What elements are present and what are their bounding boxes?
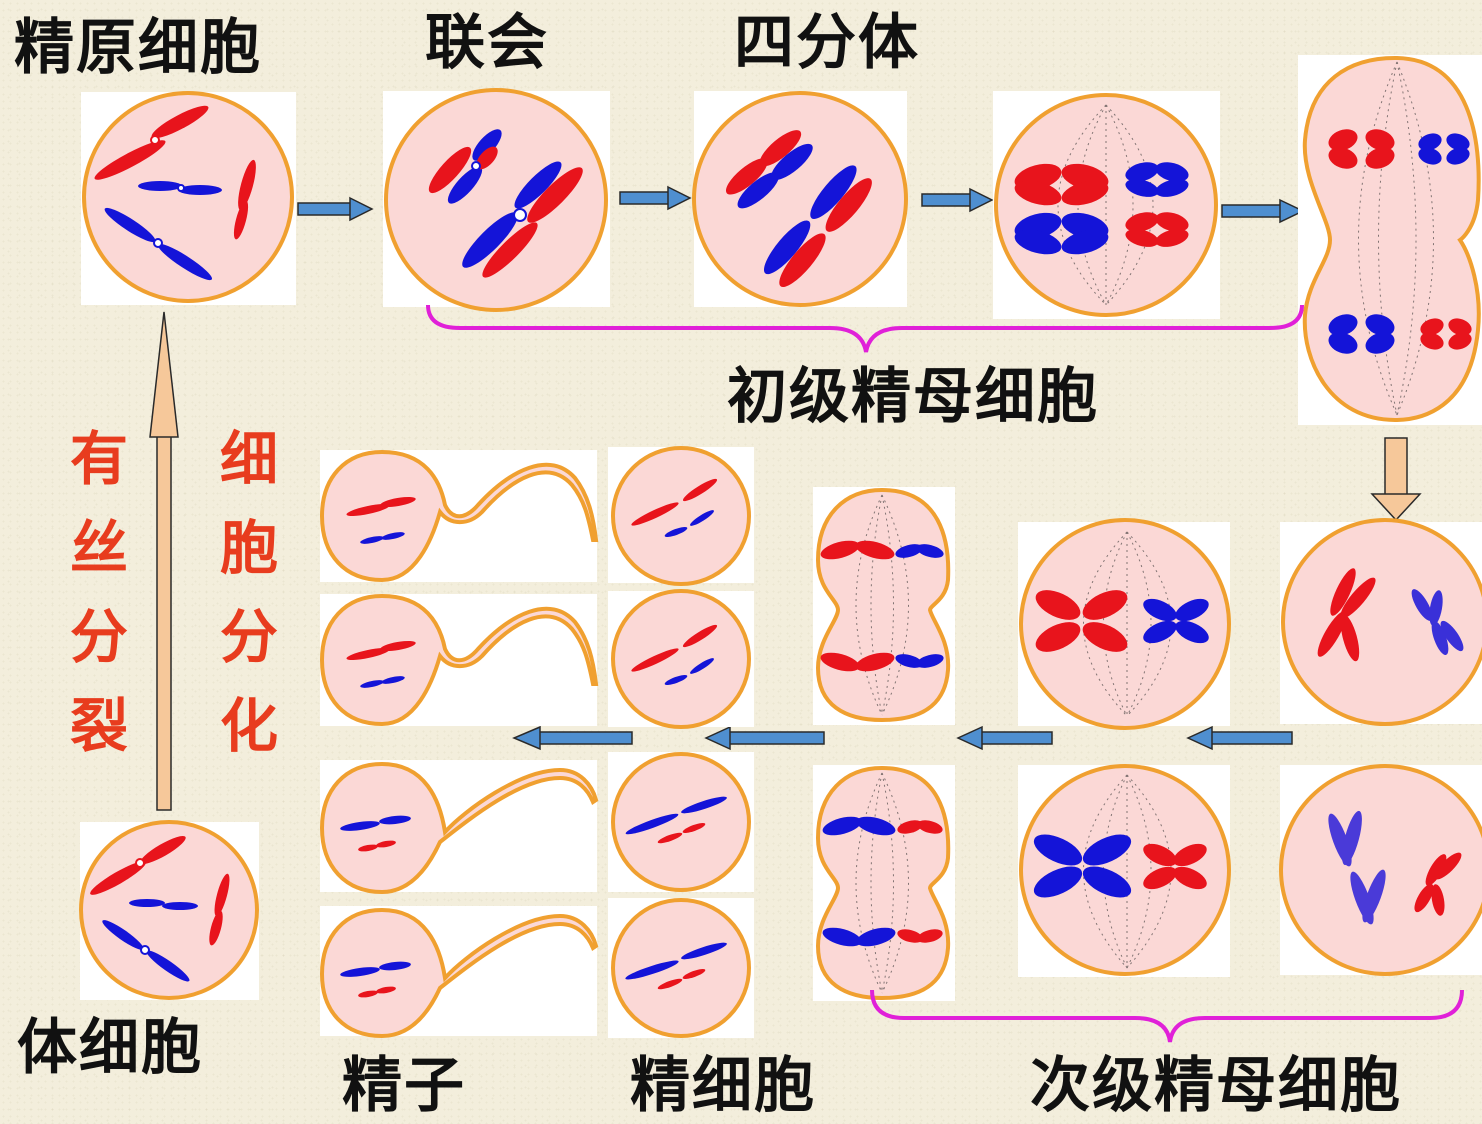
- label-mitosis-char: 丝: [69, 514, 128, 582]
- cell-spermatogonium: [81, 91, 296, 305]
- label-mitosis-char: 分: [69, 603, 128, 671]
- label-differentiation-char: 分: [219, 603, 278, 671]
- label-spermatogonium: 精原细胞: [14, 13, 262, 83]
- spermatid-3: [608, 752, 754, 892]
- cell-anaphase-1: [1298, 55, 1482, 425]
- arrow-4: [1221, 198, 1305, 224]
- label-sperm: 精子: [342, 1051, 466, 1121]
- label-mitosis-char: 有: [69, 425, 128, 493]
- label-mitosis: 有 丝 分 裂: [64, 430, 134, 786]
- arrow-1: [297, 196, 374, 222]
- cell-secondary-anaphase-top: [813, 487, 955, 725]
- cell-secondary-prophase-top: [1280, 518, 1482, 726]
- chromosome-blue-long: [104, 207, 213, 281]
- label-somatic-cell: 体细胞: [17, 1013, 203, 1083]
- cell-somatic: [79, 820, 259, 1000]
- cell-secondary-metaphase-top: [1018, 518, 1231, 730]
- label-cell-differentiation: 细 胞 分 化: [214, 430, 284, 786]
- arrow-left-1: [1186, 725, 1293, 751]
- label-primary-spermatocyte: 初级精母细胞: [727, 362, 1099, 432]
- label-differentiation-char: 胞: [219, 514, 278, 582]
- arrow-left-4: [512, 725, 633, 751]
- chromosome-blue-medium: [138, 181, 222, 195]
- sperm-1: [319, 449, 599, 583]
- sperm-2: [319, 593, 599, 727]
- arrow-up: [149, 311, 179, 811]
- cell-tetrad: [692, 91, 908, 307]
- arrow-left-2: [956, 725, 1053, 751]
- arrow-left-3: [704, 725, 825, 751]
- cell-metaphase-1: [993, 91, 1220, 319]
- brace-primary-spermatocyte: [426, 304, 1304, 353]
- arrow-down: [1370, 437, 1422, 522]
- cell-secondary-prophase-bottom: [1279, 764, 1482, 976]
- label-mitosis-char: 裂: [69, 692, 128, 760]
- sperm-3: [319, 760, 599, 895]
- brace-secondary-spermatocyte: [870, 989, 1464, 1043]
- arrow-2: [619, 185, 692, 211]
- chromosome-red-short: [233, 159, 256, 240]
- cell-secondary-anaphase-bottom: [813, 765, 955, 1001]
- spermatid-1: [608, 446, 754, 586]
- label-secondary-spermatocyte: 次级精母细胞: [1030, 1051, 1402, 1121]
- spermatid-4: [608, 898, 754, 1038]
- cell-synapsis: [383, 88, 610, 312]
- label-spermatid: 精细胞: [630, 1051, 816, 1121]
- label-tetrad: 四分体: [734, 8, 920, 78]
- spermatid-2: [608, 589, 754, 729]
- label-differentiation-char: 细: [219, 425, 278, 493]
- label-differentiation-char: 化: [219, 692, 278, 760]
- cell-secondary-metaphase-bottom: [1018, 764, 1231, 977]
- chromosome-red-long: [94, 105, 209, 180]
- arrow-3: [921, 187, 994, 213]
- label-synapsis: 联会: [425, 8, 549, 78]
- sperm-4: [319, 906, 599, 1039]
